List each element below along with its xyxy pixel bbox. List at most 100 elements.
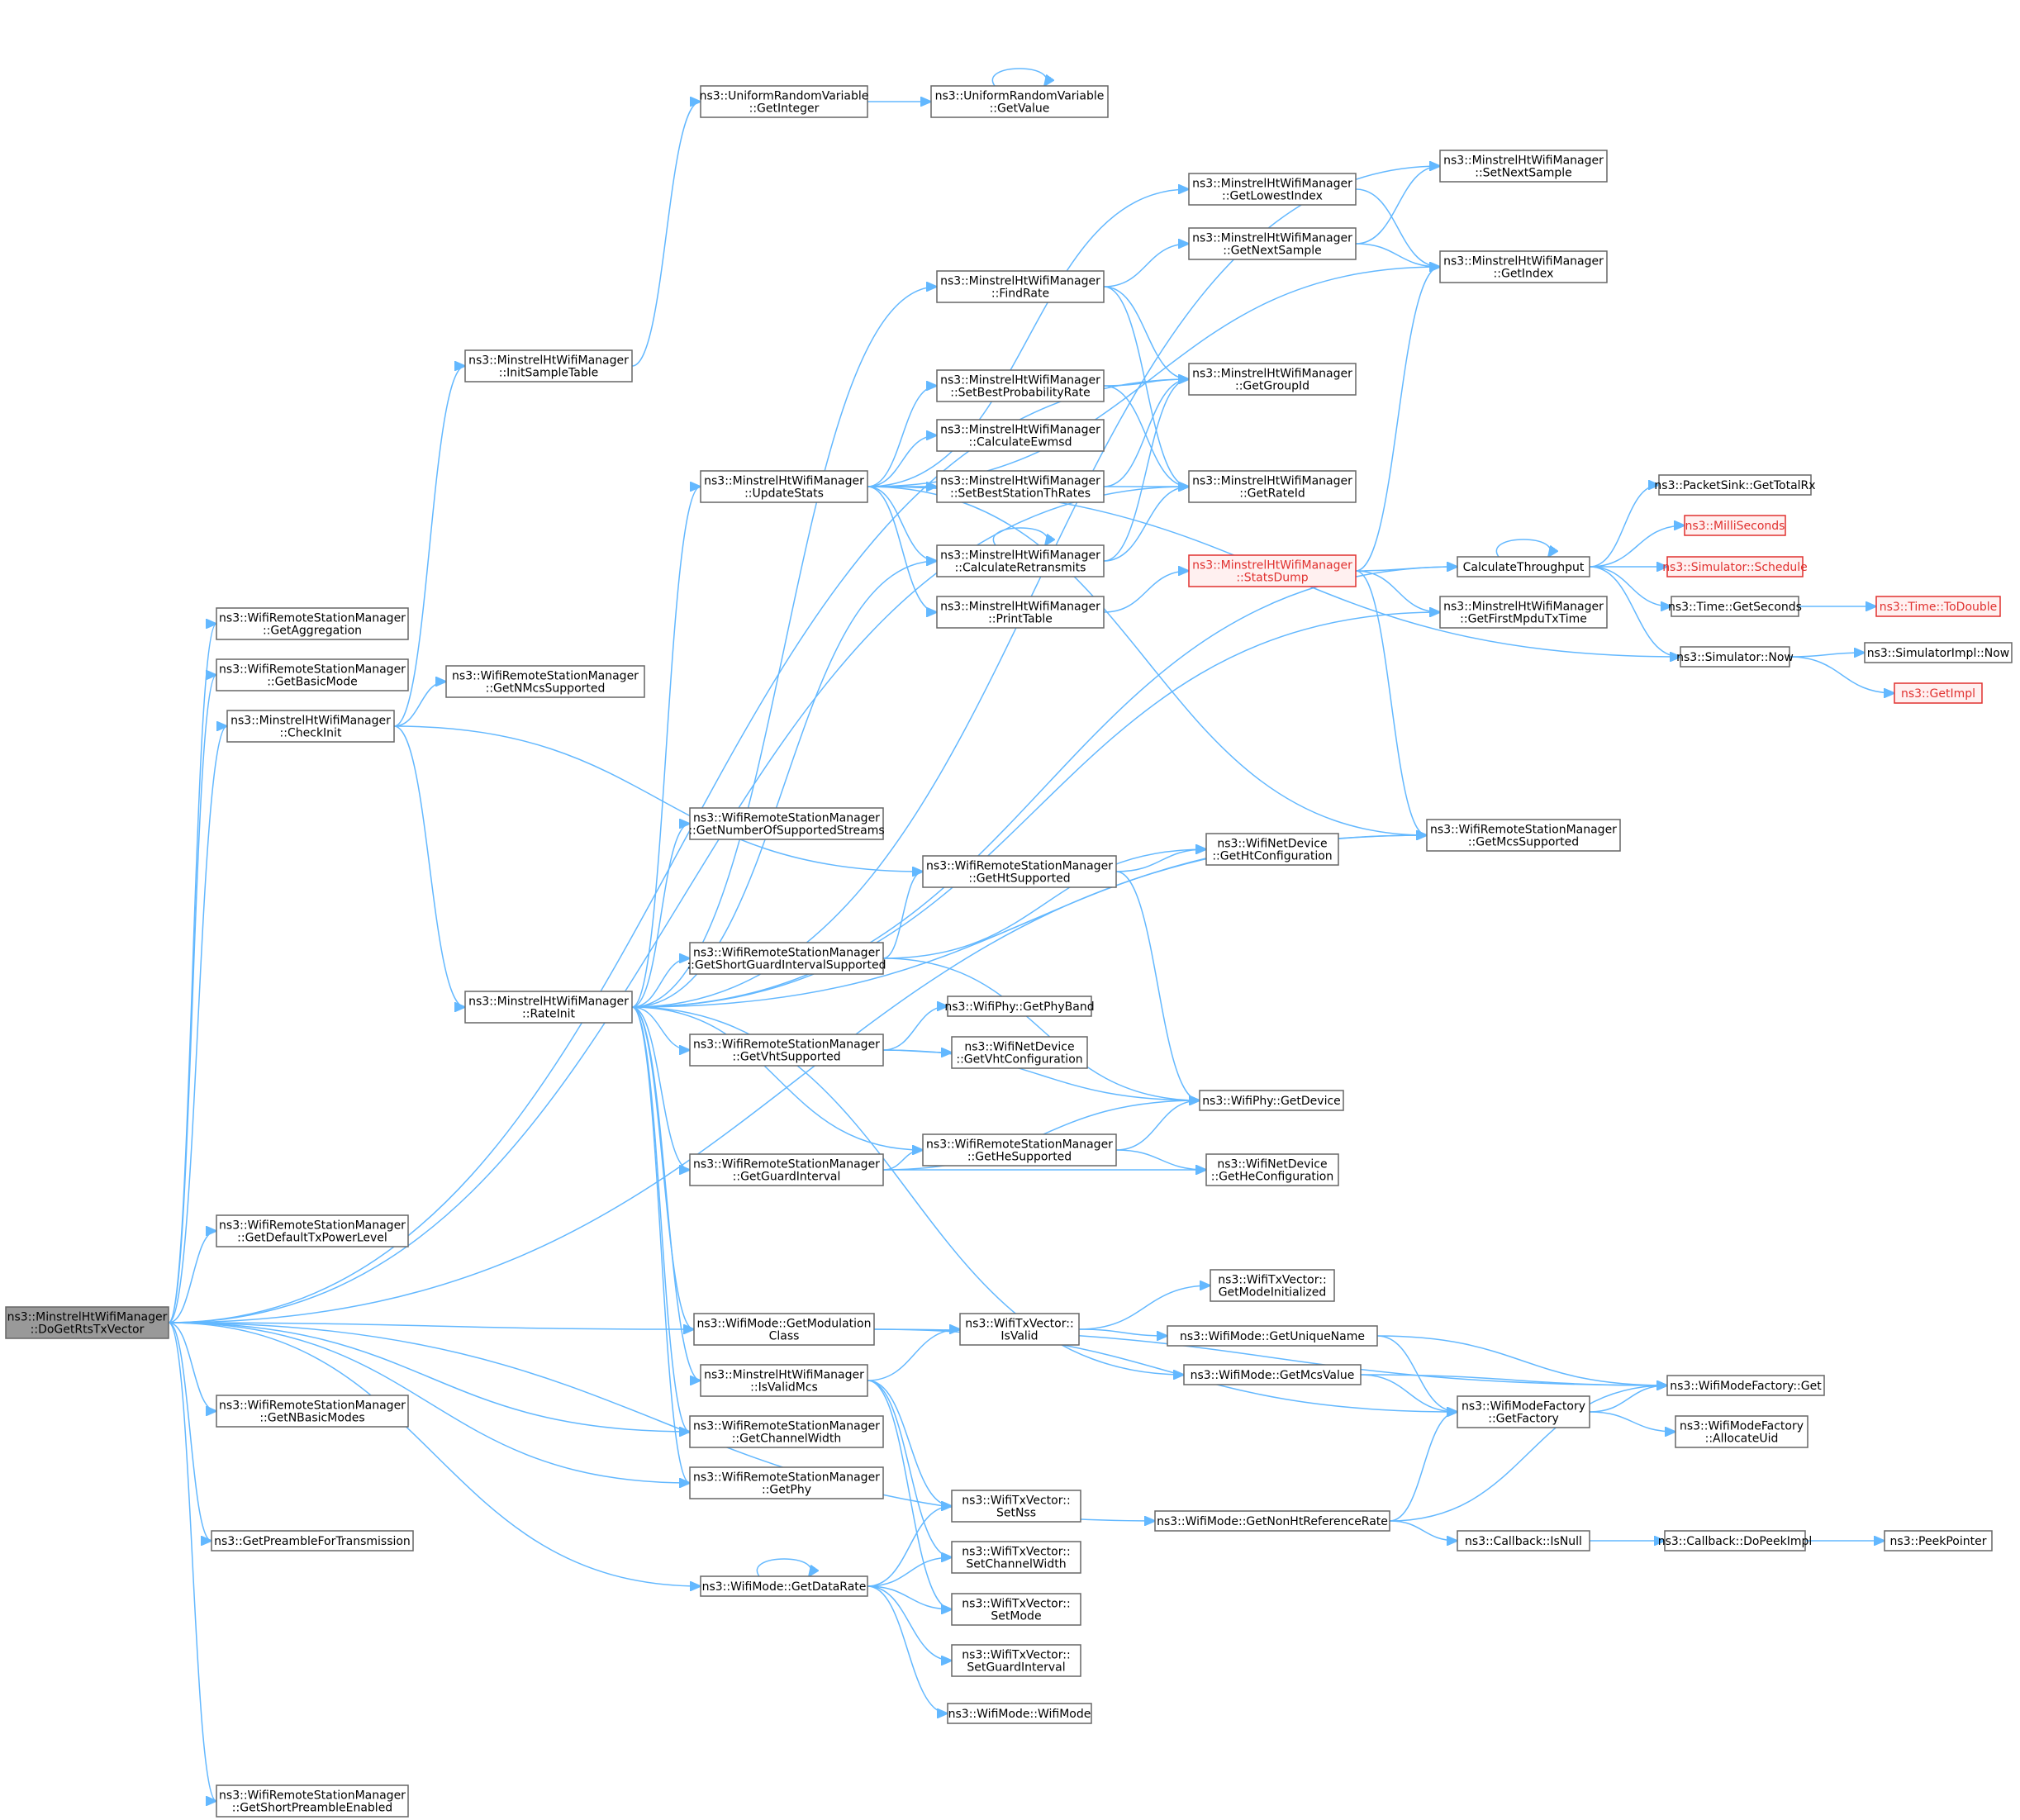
node-factory-get-factory[interactable]: ns3::WifiModeFactory::GetFactory	[1457, 1395, 1590, 1428]
node-get-mcs-supported[interactable]: ns3::WifiRemoteStationManager::GetMcsSup…	[1426, 819, 1621, 852]
node-label: ::RateInit	[522, 1008, 575, 1021]
node-get-he-supported[interactable]: ns3::WifiRemoteStationManager::GetHeSupp…	[922, 1133, 1117, 1167]
node-label: CalculateThroughput	[1463, 561, 1585, 574]
node-box	[1426, 819, 1621, 852]
node-callback-do-peek-impl[interactable]: ns3::Callback::DoPeekImpl	[1658, 1530, 1813, 1552]
node-print-table[interactable]: ns3::MinstrelHtWifiManager::PrintTable	[936, 596, 1105, 629]
node-simulator-schedule[interactable]: ns3::Simulator::Schedule	[1662, 556, 1808, 577]
node-calculate-throughput[interactable]: CalculateThroughput	[1457, 556, 1590, 577]
node-update-stats[interactable]: ns3::MinstrelHtWifiManager::UpdateStats	[700, 470, 868, 503]
node-root[interactable]: ns3::MinstrelHtWifiManager::DoGetRtsTxVe…	[5, 1306, 169, 1339]
node-set-best-station-th-rates[interactable]: ns3::MinstrelHtWifiManager::SetBestStati…	[936, 470, 1105, 503]
node-get-short-preamble-enabled[interactable]: ns3::WifiRemoteStationManager::GetShortP…	[216, 1784, 409, 1818]
node-get-guard-interval[interactable]: ns3::WifiRemoteStationManager::GetGuardI…	[689, 1153, 884, 1186]
edge-stats-dump-to-get-first-mpdu-tx-time	[1355, 570, 1440, 612]
node-get-ht-supported[interactable]: ns3::WifiRemoteStationManager::GetHtSupp…	[922, 855, 1117, 888]
node-box	[1210, 1269, 1335, 1302]
node-calculate-retransmits[interactable]: ns3::MinstrelHtWifiManager::CalculateRet…	[936, 544, 1105, 577]
node-get-ht-configuration[interactable]: ns3::WifiNetDevice::GetHtConfiguration	[1205, 833, 1339, 866]
node-peek-pointer[interactable]: ns3::PeekPointer	[1884, 1530, 1993, 1552]
node-label: ns3::WifiMode::GetDataRate	[702, 1580, 867, 1594]
node-box	[1188, 470, 1357, 503]
node-label: ::GetVhtConfiguration	[956, 1053, 1082, 1067]
node-uniform-get-integer[interactable]: ns3::UniformRandomVariable::GetInteger	[700, 85, 869, 118]
node-label: GetModeInitialized	[1219, 1286, 1327, 1300]
node-get-mode-initialized[interactable]: ns3::WifiTxVector::GetModeInitialized	[1210, 1269, 1335, 1302]
node-wifi-phy-get-device[interactable]: ns3::WifiPhy::GetDevice	[1199, 1090, 1344, 1111]
node-label: ns3::PeekPointer	[1890, 1535, 1987, 1548]
node-box	[1188, 554, 1357, 587]
node-get-unique-name[interactable]: ns3::WifiMode::GetUniqueName	[1167, 1325, 1378, 1347]
node-get-n-mcs-supported[interactable]: ns3::WifiRemoteStationManager::GetNMcsSu…	[445, 665, 645, 698]
node-set-best-probability-rate[interactable]: ns3::MinstrelHtWifiManager::SetBestProba…	[936, 369, 1105, 402]
node-set-next-sample[interactable]: ns3::MinstrelHtWifiManager::SetNextSampl…	[1439, 150, 1608, 183]
node-label: ns3::WifiNetDevice	[1217, 838, 1327, 851]
node-set-guard-interval[interactable]: ns3::WifiTxVector::SetGuardInterval	[951, 1644, 1081, 1677]
node-milli-seconds[interactable]: ns3::MilliSeconds	[1684, 515, 1786, 536]
node-set-channel-width[interactable]: ns3::WifiTxVector::SetChannelWidth	[951, 1541, 1081, 1574]
node-simulator-impl-now[interactable]: ns3::SimulatorImpl::Now	[1864, 642, 2013, 663]
node-get-n-basic-modes[interactable]: ns3::WifiRemoteStationManager::GetNBasic…	[216, 1395, 409, 1428]
node-uniform-get-value[interactable]: ns3::UniformRandomVariable::GetValue	[930, 85, 1109, 118]
node-box	[689, 807, 884, 840]
node-box	[1884, 1530, 1993, 1552]
node-label: ::InitSampleTable	[499, 367, 599, 380]
node-get-non-ht-reference-rate[interactable]: ns3::WifiMode::GetNonHtReferenceRate	[1154, 1510, 1390, 1532]
node-get-channel-width[interactable]: ns3::WifiRemoteStationManager::GetChanne…	[689, 1415, 884, 1448]
node-packet-sink-get-total-rx[interactable]: ns3::PacketSink::GetTotalRx	[1654, 474, 1816, 496]
node-get-short-guard-interval-supported[interactable]: ns3::WifiRemoteStationManager::GetShortG…	[687, 942, 886, 975]
node-stats-dump[interactable]: ns3::MinstrelHtWifiManager::StatsDump	[1188, 554, 1357, 587]
node-get-basic-mode[interactable]: ns3::WifiRemoteStationManager::GetBasicM…	[216, 658, 409, 691]
node-init-sample-table[interactable]: ns3::MinstrelHtWifiManager::InitSampleTa…	[464, 349, 633, 383]
node-tx-vector-is-valid[interactable]: ns3::WifiTxVector::IsValid	[959, 1313, 1080, 1346]
node-is-valid-mcs[interactable]: ns3::MinstrelHtWifiManager::IsValidMcs	[700, 1364, 868, 1397]
node-get-aggregation[interactable]: ns3::WifiRemoteStationManager::GetAggreg…	[216, 607, 409, 640]
node-label: ns3::WifiRemoteStationManager	[693, 1471, 880, 1485]
node-find-rate[interactable]: ns3::MinstrelHtWifiManager::FindRate	[936, 270, 1105, 303]
node-wifi-mode-ctor[interactable]: ns3::WifiMode::WifiMode	[947, 1703, 1092, 1724]
node-callback-is-null[interactable]: ns3::Callback::IsNull	[1457, 1530, 1590, 1552]
node-time-get-seconds[interactable]: ns3::Time::GetSeconds	[1668, 596, 1802, 617]
node-box	[1875, 596, 2001, 617]
node-get-lowest-index[interactable]: ns3::MinstrelHtWifiManager::GetLowestInd…	[1188, 173, 1357, 206]
edge-check-init-to-get-ht-supported	[393, 725, 923, 872]
node-set-nss[interactable]: ns3::WifiTxVector::SetNss	[951, 1490, 1081, 1523]
node-get-phy[interactable]: ns3::WifiRemoteStationManager::GetPhy	[689, 1466, 884, 1499]
node-wifi-phy-get-phy-band[interactable]: ns3::WifiPhy::GetPhyBand	[944, 996, 1095, 1017]
node-factory-get[interactable]: ns3::WifiModeFactory::Get	[1666, 1375, 1825, 1396]
node-get-next-sample[interactable]: ns3::MinstrelHtWifiManager::GetNextSampl…	[1188, 227, 1357, 260]
node-get-vht-configuration[interactable]: ns3::WifiNetDevice::GetVhtConfiguration	[951, 1036, 1088, 1069]
node-get-vht-supported[interactable]: ns3::WifiRemoteStationManager::GetVhtSup…	[689, 1034, 884, 1067]
node-get-number-of-supported-streams[interactable]: ns3::WifiRemoteStationManager::GetNumber…	[688, 807, 885, 840]
node-time-to-double[interactable]: ns3::Time::ToDouble	[1875, 596, 2001, 617]
edge-get-unique-name-to-factory-get-factory	[1376, 1335, 1457, 1412]
node-label: ns3::Callback::IsNull	[1465, 1535, 1582, 1548]
node-factory-allocate-uid[interactable]: ns3::WifiModeFactory::AllocateUid	[1675, 1415, 1808, 1448]
edge-get-data-rate-to-set-channel-width	[867, 1557, 952, 1587]
node-check-init[interactable]: ns3::MinstrelHtWifiManager::CheckInit	[226, 710, 395, 743]
node-get-first-mpdu-tx-time[interactable]: ns3::MinstrelHtWifiManager::GetFirstMpdu…	[1439, 596, 1608, 629]
node-simulator-now[interactable]: ns3::Simulator::Now	[1676, 646, 1794, 668]
node-box	[1199, 1090, 1344, 1111]
node-get-mcs-value[interactable]: ns3::WifiMode::GetMcsValue	[1183, 1364, 1362, 1385]
node-get-index[interactable]: ns3::MinstrelHtWifiManager::GetIndex	[1439, 250, 1608, 283]
edge-get-short-guard-interval-supported-to-get-ht-supported	[882, 872, 923, 959]
edge-update-stats-to-print-table	[867, 486, 937, 612]
node-set-mode[interactable]: ns3::WifiTxVector::SetMode	[951, 1593, 1081, 1626]
node-label: ns3::WifiRemoteStationManager	[693, 812, 880, 825]
node-get-preamble-for-transmission[interactable]: ns3::GetPreambleForTransmission	[211, 1530, 414, 1552]
node-get-impl[interactable]: ns3::GetImpl	[1894, 682, 1983, 704]
node-get-default-tx-power-level[interactable]: ns3::WifiRemoteStationManager::GetDefaul…	[216, 1214, 409, 1247]
node-calculate-ewmsd[interactable]: ns3::MinstrelHtWifiManager::CalculateEwm…	[936, 419, 1105, 452]
node-get-he-configuration[interactable]: ns3::WifiNetDevice::GetHeConfiguration	[1205, 1153, 1339, 1186]
edge-root-to-get-default-tx-power-level	[168, 1231, 216, 1323]
edge-get-he-supported-to-wifi-phy-get-device	[1115, 1100, 1200, 1151]
node-label: ::CalculateEwmsd	[969, 436, 1072, 449]
node-get-rate-id[interactable]: ns3::MinstrelHtWifiManager::GetRateId	[1188, 470, 1357, 503]
node-label: ns3::WifiRemoteStationManager	[693, 1420, 880, 1433]
node-get-group-id[interactable]: ns3::MinstrelHtWifiManager::GetGroupId	[1188, 363, 1357, 396]
node-rate-init[interactable]: ns3::MinstrelHtWifiManager::RateInit	[464, 991, 633, 1024]
node-get-data-rate[interactable]: ns3::WifiMode::GetDataRate	[700, 1575, 868, 1597]
edge-rate-init-to-update-stats	[631, 487, 701, 1008]
